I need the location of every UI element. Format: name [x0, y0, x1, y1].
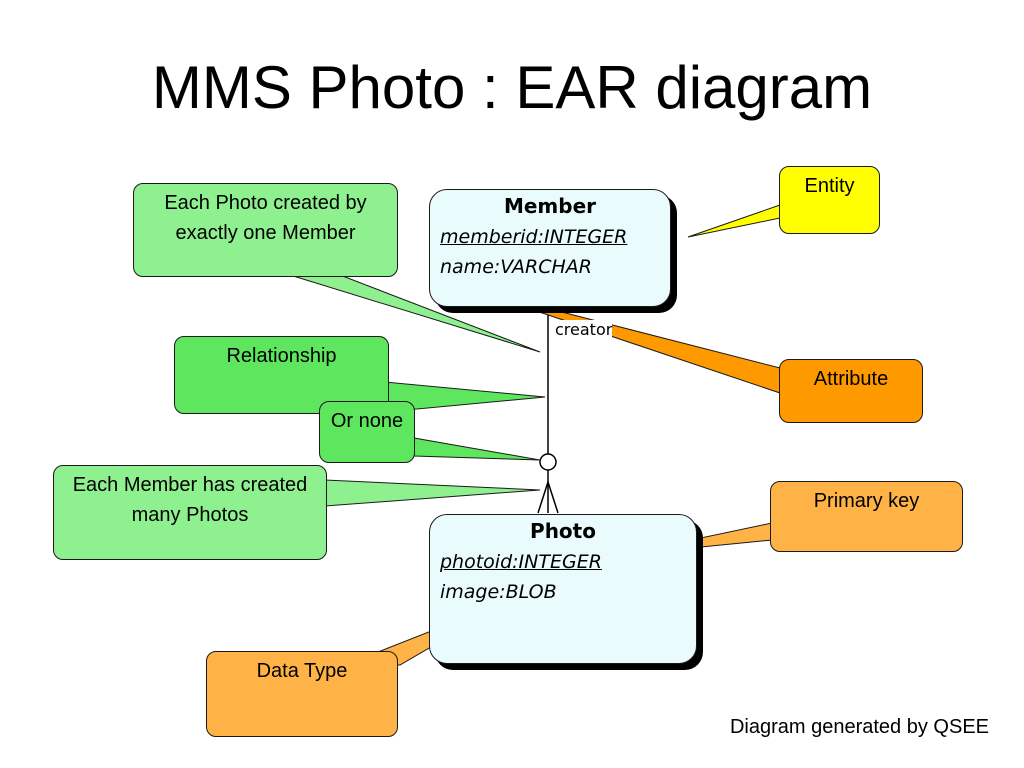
- attribute-photoid: photoid:INTEGER: [440, 551, 602, 573]
- attribute-image: image:BLOB: [440, 581, 557, 603]
- crows-foot-left: [537, 481, 549, 514]
- callout-primary-key: Primary key: [770, 481, 963, 552]
- relationship-role-label: creator: [555, 320, 613, 339]
- callout-entity: Entity: [779, 166, 880, 234]
- attribute-name: name:VARCHAR: [440, 256, 592, 278]
- entity-photo[interactable]: Photo photoid:INTEGER image:BLOB: [429, 514, 697, 664]
- slide-title: MMS Photo : EAR diagram: [151, 54, 873, 121]
- callout-data-type: Data Type: [206, 651, 398, 737]
- pointer-or-none: [413, 437, 541, 461]
- entity-member-name: Member: [503, 194, 597, 218]
- optional-circle: [539, 453, 557, 471]
- footer-credit: Diagram generated by QSEE: [729, 716, 989, 738]
- pointer-entity: [687, 204, 781, 238]
- entity-member[interactable]: Member memberid:INTEGER name:VARCHAR: [429, 189, 671, 307]
- callout-attribute: Attribute: [779, 359, 923, 423]
- crows-foot-right: [547, 481, 559, 514]
- callout-each-member: Each Member has created many Photos: [53, 465, 327, 560]
- callout-each-photo: Each Photo created by exactly one Member: [133, 183, 398, 277]
- attribute-memberid: memberid:INTEGER: [440, 226, 628, 248]
- entity-photo-name: Photo: [530, 519, 596, 543]
- pointer-each-member: [324, 479, 541, 507]
- callout-or-none: Or none: [319, 401, 415, 463]
